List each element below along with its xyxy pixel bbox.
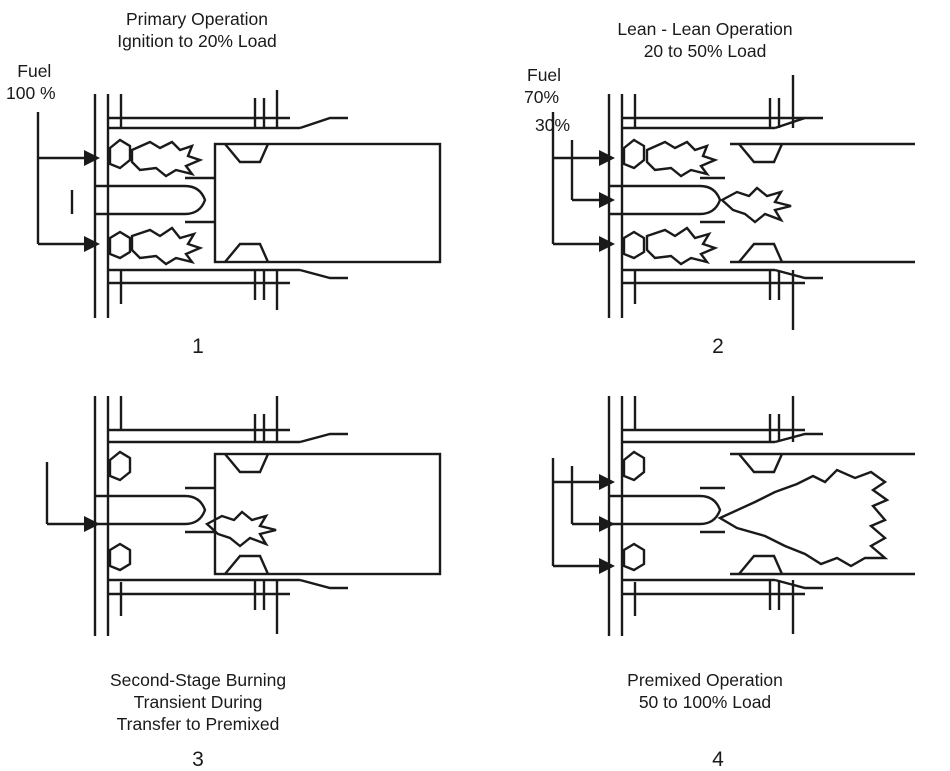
fuel-line: [551, 112, 607, 246]
title-line: 50 to 100% Load: [638, 692, 772, 712]
panel-title: Premixed Operation 50 to 100% Load: [627, 669, 783, 713]
fuel-arrow-icon: [599, 192, 615, 208]
title-line: Transient During: [133, 692, 263, 712]
fuel-label-text: Fuel: [17, 61, 52, 81]
panel-primary-operation: Primary Operation Ignition to 20% Load F…: [0, 0, 475, 385]
fuel-line: [551, 458, 607, 568]
fuel-arrow-icon: [84, 236, 100, 252]
panel-premixed-operation: Premixed Operation 50 to 100% Load 4: [475, 386, 950, 771]
fuel-line: [45, 462, 92, 526]
flame-icon: [717, 468, 890, 568]
panel-number: 2: [712, 335, 724, 358]
fuel-arrow-icon: [599, 150, 615, 166]
fuel-arrow-icon: [599, 558, 615, 574]
combustor-body: [93, 396, 442, 636]
panel-title: Second-Stage Burning Transient During Tr…: [110, 669, 286, 735]
panel-title: Primary Operation Ignition to 20% Load: [117, 8, 277, 52]
fuel-label-text: Fuel: [527, 65, 562, 85]
fuel-label: Fuel 100 %: [6, 60, 56, 104]
combustor-diagram-2: [551, 75, 915, 330]
title-line: Transfer to Premixed: [116, 714, 280, 734]
combustor-diagram-1: [36, 90, 442, 318]
flame-icon: [130, 140, 204, 178]
title-line: Primary Operation: [125, 9, 268, 29]
title-line: Lean - Lean Operation: [617, 19, 793, 39]
panel-second-stage-burning: Second-Stage Burning Transient During Tr…: [0, 386, 475, 771]
combustor-diagram-3: [45, 396, 442, 636]
combustor-body: [607, 75, 915, 330]
fuel-line: [36, 112, 92, 246]
fuel-arrow-icon: [599, 236, 615, 252]
panel-title: Lean - Lean Operation 20 to 50% Load: [617, 18, 792, 62]
combustor-diagram-4: [551, 396, 915, 636]
combustor-body: [607, 396, 915, 636]
combustor-body: [70, 90, 442, 318]
flame-icon: [719, 186, 792, 224]
fuel-arrow-icon: [599, 474, 615, 490]
panel-number: 3: [192, 748, 204, 771]
title-line: Premixed Operation: [627, 670, 783, 690]
flame-icon: [204, 510, 277, 548]
fuel-arrow-icon: [84, 150, 100, 166]
flame-icon: [130, 226, 204, 266]
title-line: Second-Stage Burning: [109, 670, 287, 690]
title-line: 20 to 50% Load: [643, 41, 767, 61]
fuel-percentage: 100 %: [6, 83, 56, 103]
panel-number: 4: [712, 748, 724, 771]
fuel-label: Fuel 70%: [524, 64, 562, 108]
flame-icon: [645, 140, 719, 178]
fuel-arrow-icon: [599, 516, 615, 532]
fuel-percentage: 70%: [524, 87, 560, 107]
panel-number: 1: [192, 335, 204, 358]
title-line: Ignition to 20% Load: [117, 31, 277, 51]
flame-icon: [645, 226, 719, 266]
fuel-arrow-icon: [84, 516, 100, 532]
panel-lean-lean-operation: Lean - Lean Operation 20 to 50% Load Fue…: [475, 0, 950, 385]
